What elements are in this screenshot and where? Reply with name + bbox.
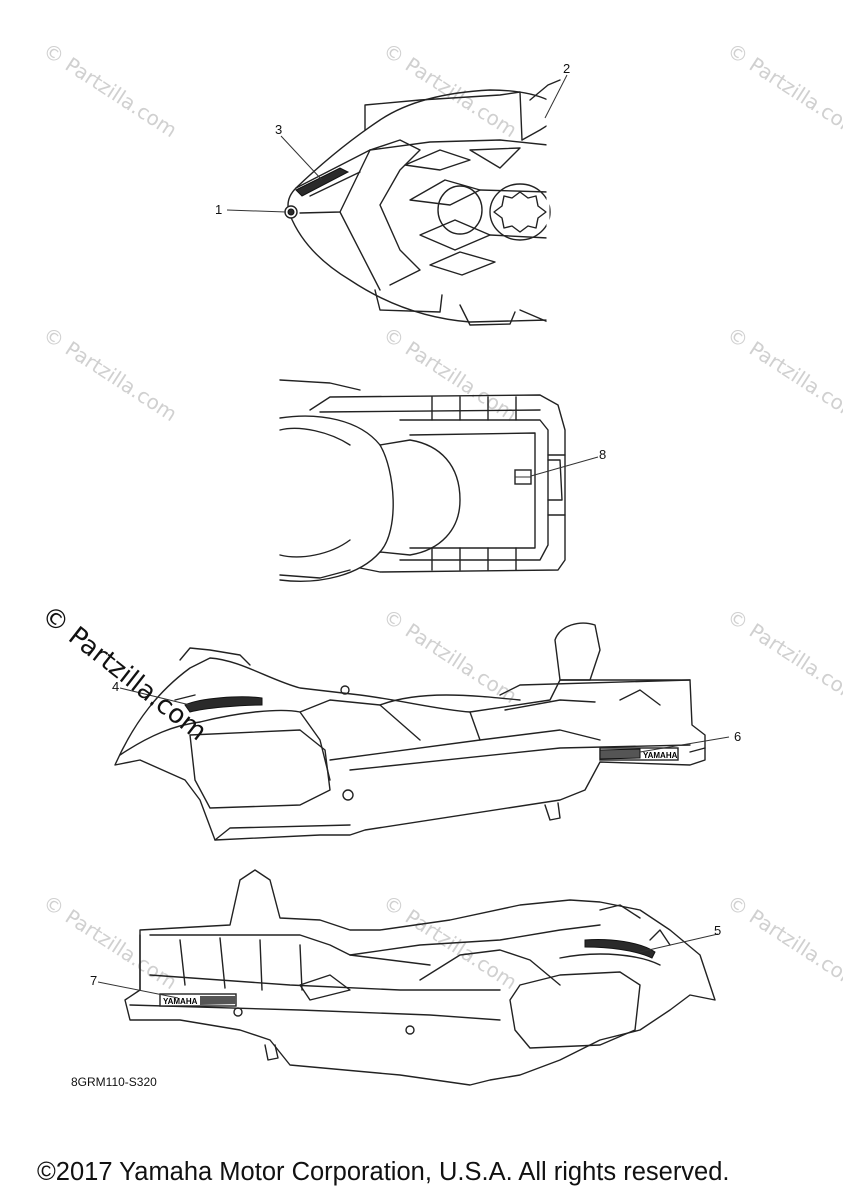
leader-lines bbox=[97, 74, 730, 999]
callout-number: 6 bbox=[734, 729, 742, 744]
callout-number: 4 bbox=[112, 679, 120, 694]
callout-number: 7 bbox=[90, 973, 98, 988]
hood-top-view bbox=[284, 79, 561, 330]
side-decal-logo: YAMAHA bbox=[163, 997, 198, 1006]
side-decal-logo: YAMAHA bbox=[643, 751, 678, 760]
callout-number: 3 bbox=[275, 122, 283, 137]
right-side-view: YAMAHA bbox=[124, 869, 716, 1086]
callout-number: 5 bbox=[714, 923, 722, 938]
rear-rack-top-view bbox=[279, 379, 566, 582]
callout-number: 8 bbox=[599, 447, 607, 462]
callout-number: 2 bbox=[563, 61, 571, 76]
callout-number: 1 bbox=[215, 202, 223, 217]
diagram-code: 8GRM110-S320 bbox=[71, 1075, 157, 1089]
copyright-notice: ©2017 Yamaha Motor Corporation, U.S.A. A… bbox=[37, 1158, 730, 1186]
left-side-view: YAMAHA bbox=[114, 622, 706, 841]
